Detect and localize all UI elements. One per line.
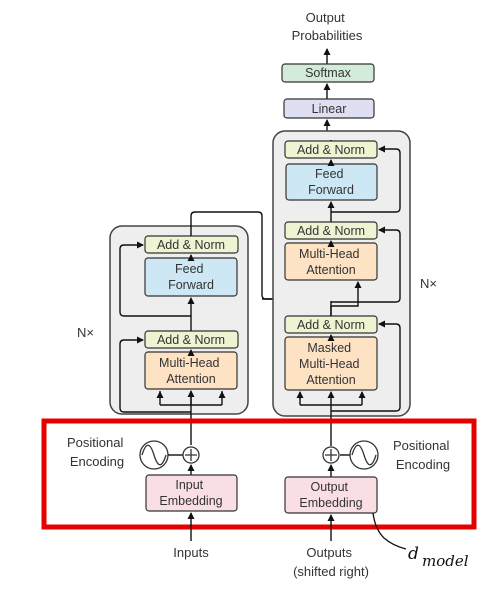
encoder-add-circle-icon <box>182 446 200 464</box>
encoder-sine-wave-icon <box>139 440 169 470</box>
encoder-positional-encoding-label: Positional Encoding <box>67 435 127 469</box>
encoder-repeat-label: N× <box>77 325 94 340</box>
decoder-masked-attention: Masked Multi-Head Attention <box>284 336 378 391</box>
output-probabilities-label: Output Probabilities <box>292 10 363 43</box>
svg-text:Add & Norm: Add & Norm <box>297 143 365 157</box>
decoder-positional-encoding-label: Positional Encoding <box>393 438 453 472</box>
svg-text:Feed Forward: Feed Forward <box>308 167 354 197</box>
outputs-label: Outputs (shifted right) <box>293 545 369 579</box>
encoder-multi-head-attention: Multi-Head Attention <box>144 351 238 390</box>
svg-text:Add & Norm: Add & Norm <box>157 333 225 347</box>
svg-text:Masked Multi-Head: Masked Multi-Head Attention <box>299 341 363 387</box>
output-embedding-block: Output Embedding <box>284 476 378 514</box>
decoder-add-norm-top: Add & Norm <box>284 140 378 159</box>
softmax-block: Softmax <box>281 63 375 83</box>
svg-text:model: model <box>422 552 469 570</box>
encoder-feed-forward: Feed Forward <box>144 257 238 297</box>
linear-block: Linear <box>283 98 375 119</box>
decoder-add-norm-bottom: Add & Norm <box>284 315 378 334</box>
d-model-annotation: d model <box>408 544 469 570</box>
decoder-add-norm-mid: Add & Norm <box>284 221 378 240</box>
decoder-sine-wave-icon <box>349 440 379 470</box>
svg-text:Linear: Linear <box>312 102 347 116</box>
decoder-feed-forward: Feed Forward <box>285 163 378 201</box>
svg-text:Softmax: Softmax <box>305 66 352 80</box>
input-embedding-block: Input Embedding <box>145 474 238 512</box>
annotation-pointer <box>372 512 407 550</box>
svg-text:Output Embedding: Output Embedding <box>299 480 362 510</box>
decoder-add-circle-icon <box>322 446 340 464</box>
encoder-add-norm-top: Add & Norm <box>144 235 239 254</box>
svg-text:Multi-Head Attention: Multi-Head Attention <box>159 356 223 386</box>
svg-text:Input Embedding: Input Embedding <box>159 478 222 508</box>
decoder-multi-head-attention: Multi-Head Attention <box>284 242 378 281</box>
svg-text:Add & Norm: Add & Norm <box>297 224 365 238</box>
svg-text:Add & Norm: Add & Norm <box>157 238 225 252</box>
svg-text:Multi-Head Attention: Multi-Head Attention <box>299 247 363 277</box>
svg-text:d: d <box>408 544 419 564</box>
svg-text:Add & Norm: Add & Norm <box>297 318 365 332</box>
encoder-add-norm-bottom: Add & Norm <box>144 330 239 349</box>
inputs-label: Inputs <box>173 545 209 560</box>
embedding-highlight-box <box>41 418 477 530</box>
decoder-repeat-label: N× <box>420 276 437 291</box>
svg-text:Feed Forward: Feed Forward <box>168 262 214 292</box>
